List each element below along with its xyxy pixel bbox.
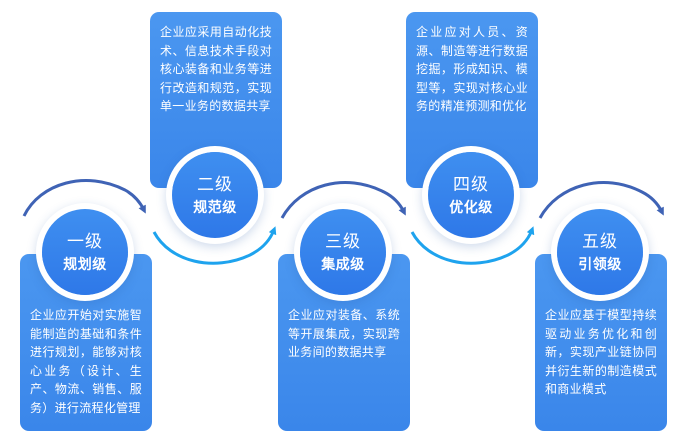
- arrow-arc-4-lower: [410, 226, 535, 265]
- arrow-arc-2-lower: [152, 226, 277, 265]
- level-4-circle: 四级 优化级: [428, 152, 514, 238]
- level-3-name: 集成级: [321, 257, 365, 273]
- level-2-number: 二级: [197, 175, 233, 195]
- level-2-description-box: 企业应采用自动化技术、信息技术手段对核心装备和业务等进行改造和规范，实现单一业务…: [150, 12, 282, 188]
- level-1-circle: 一级 规划级: [42, 209, 128, 295]
- level-3-number: 三级: [325, 232, 361, 252]
- level-2-name: 规范级: [193, 200, 237, 216]
- level-5-circle: 五级 引领级: [557, 209, 643, 295]
- arrow-arc-1-upper: [22, 179, 146, 217]
- level-3-circle: 三级 集成级: [300, 209, 386, 295]
- level-5-description: 企业应基于模型持续驱动业务优化和创新，实现产业链协同并衍生新的制造模式和商业模式: [545, 308, 657, 397]
- level-3-description: 企业应对装备、系统等开展集成，实现跨业务间的数据共享: [288, 308, 400, 360]
- arrow-arc-5-upper: [538, 181, 664, 219]
- level-2-description: 企业应采用自动化技术、信息技术手段对核心装备和业务等进行改造和规范，实现单一业务…: [160, 25, 272, 114]
- level-4-name: 优化级: [449, 200, 493, 216]
- level-1-description: 企业应开始对实施智能制造的基础和条件进行规划，能够对核心业务（设计、生产、物流、…: [30, 308, 142, 415]
- level-5-number: 五级: [582, 232, 618, 252]
- arrow-arc-3-upper: [280, 181, 406, 219]
- level-1-name: 规划级: [63, 257, 107, 273]
- level-2-circle: 二级 规范级: [172, 152, 258, 238]
- level-4-description: 企业应对人员、资源、制造等进行数据挖掘，形成知识、模型等，实现对核心业务的精准预…: [416, 25, 528, 114]
- level-1-number: 一级: [67, 232, 103, 252]
- level-5-name: 引领级: [578, 257, 622, 273]
- level-4-number: 四级: [453, 175, 489, 195]
